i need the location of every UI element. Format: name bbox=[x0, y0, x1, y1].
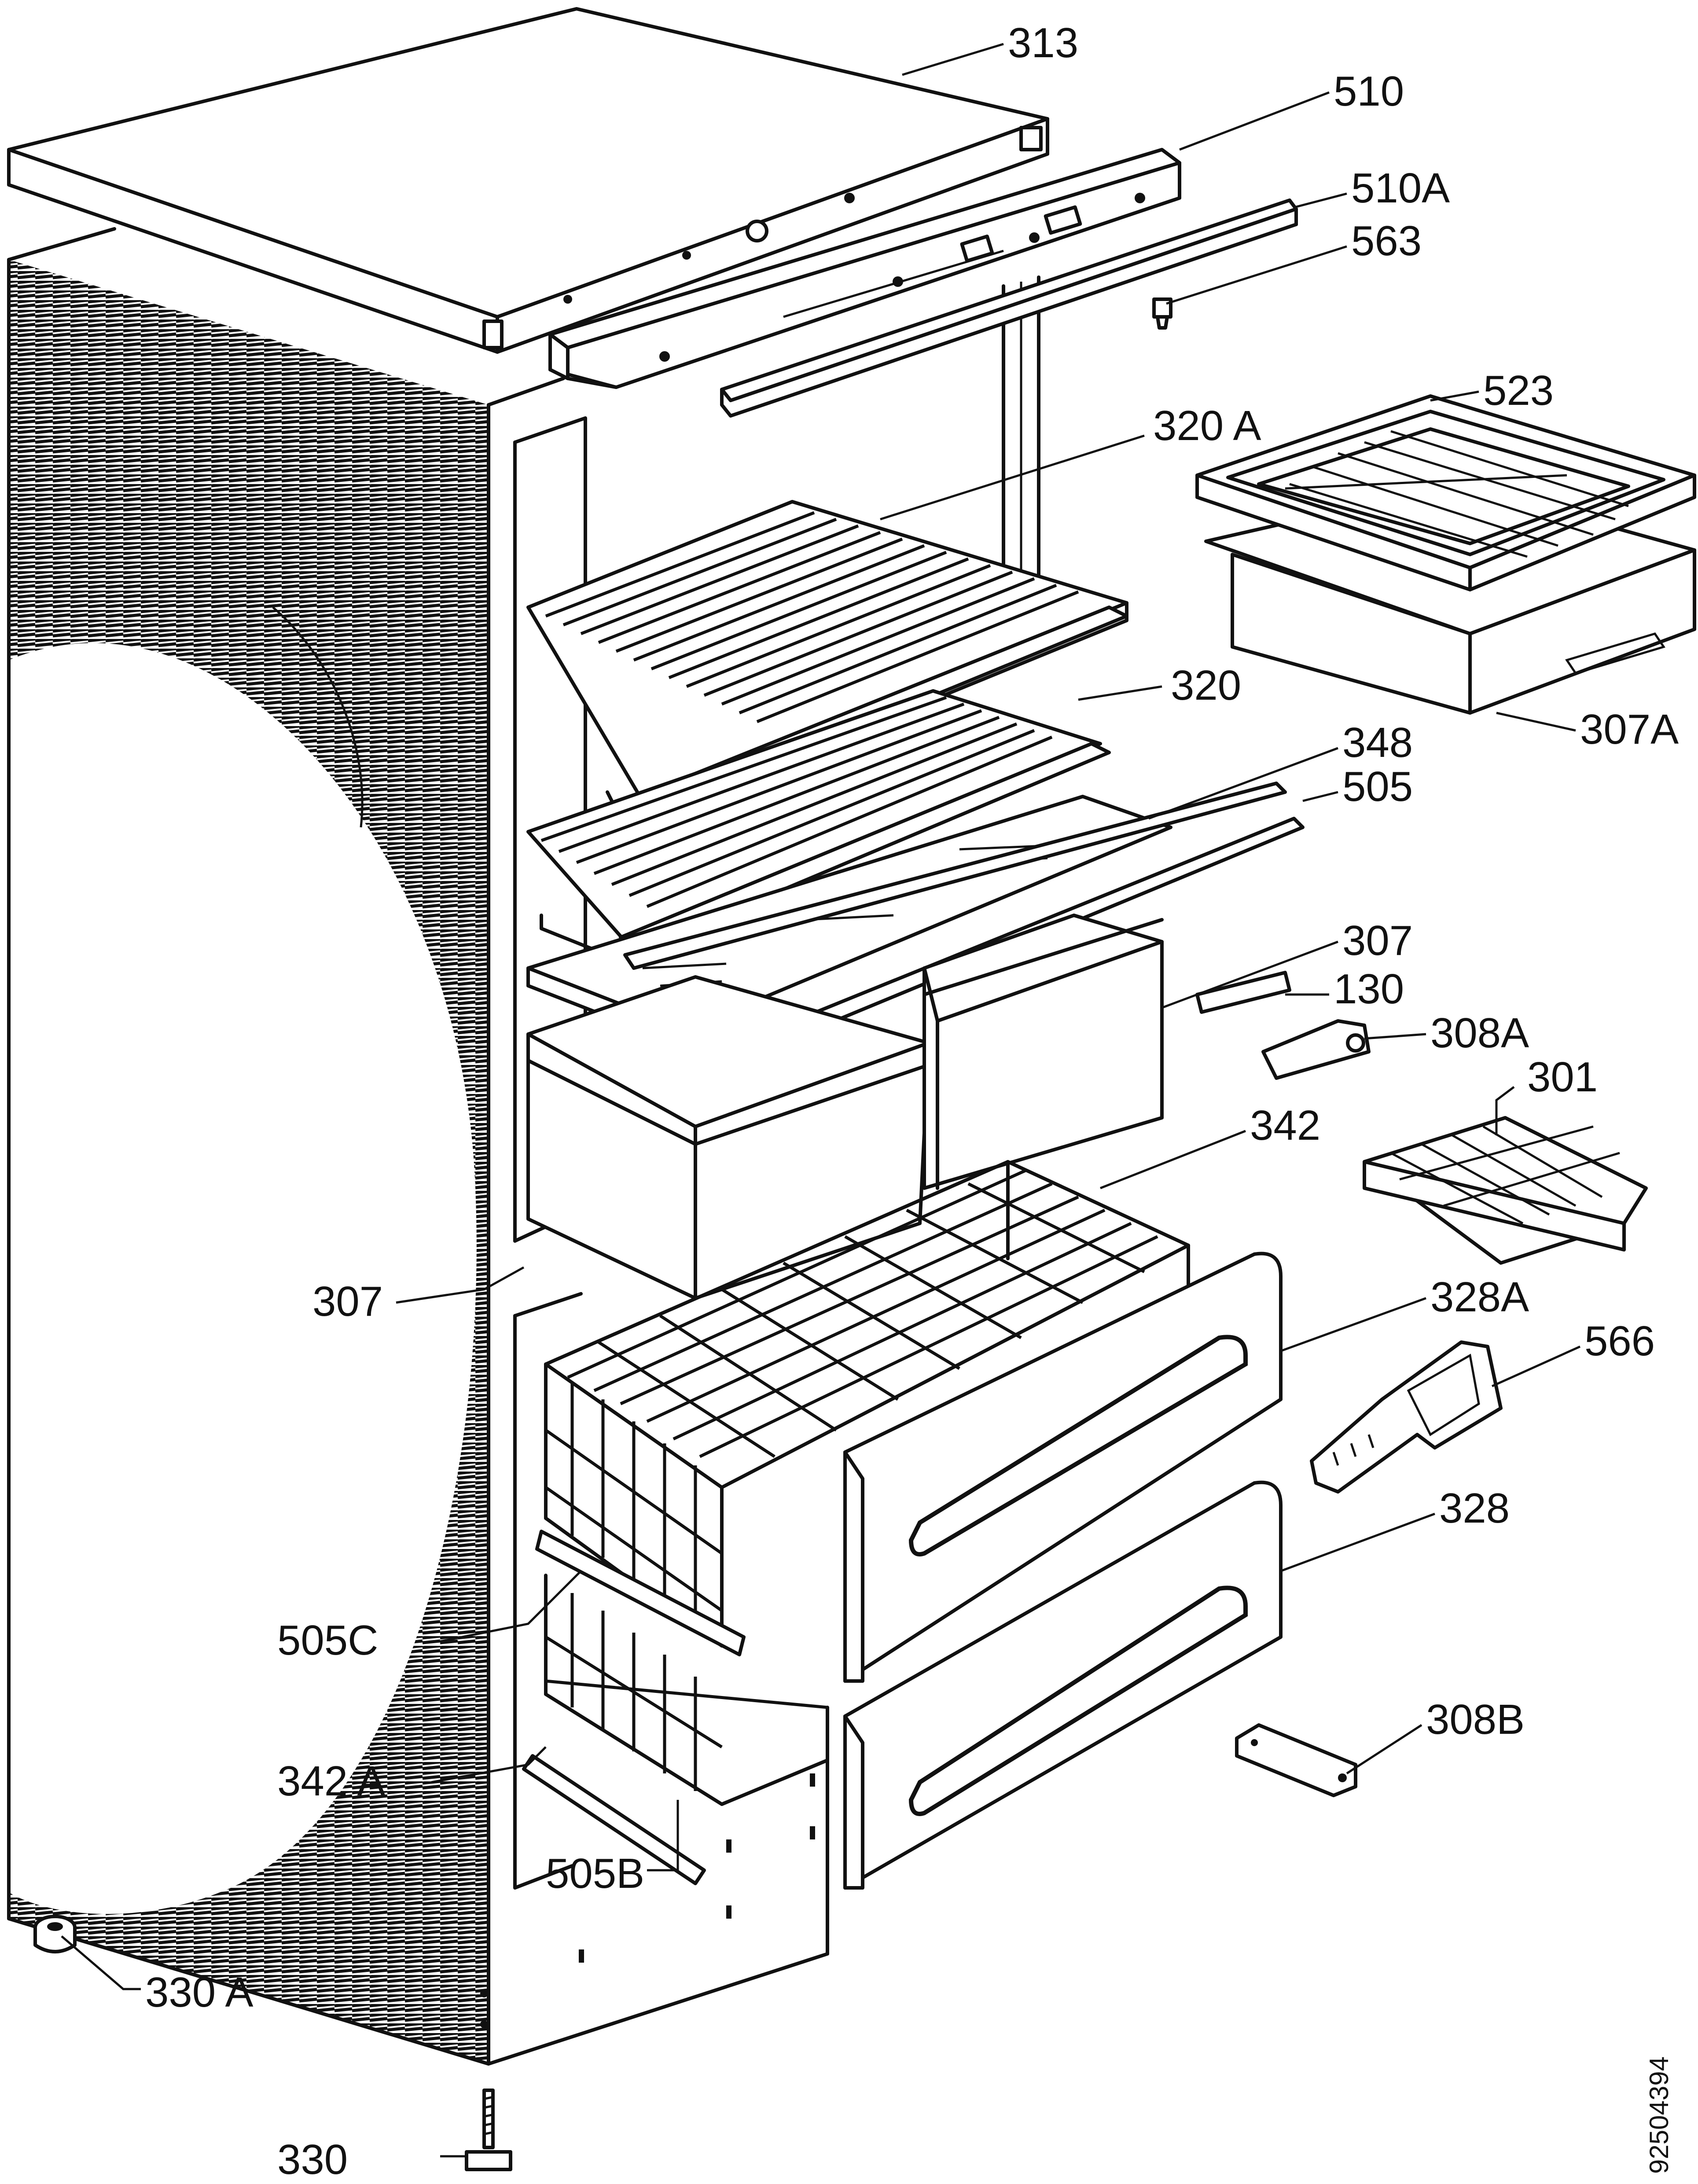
label-308a: 308A bbox=[1430, 1009, 1529, 1057]
label-307a: 307A bbox=[1580, 706, 1679, 753]
drawer-front-328a bbox=[843, 1252, 1283, 1683]
label-523: 523 bbox=[1483, 367, 1554, 414]
label-505b: 505B bbox=[546, 1850, 644, 1897]
top-panel-313 bbox=[7, 7, 1049, 354]
drawer-307-right bbox=[923, 914, 1164, 1190]
label-330a: 330 A bbox=[145, 1969, 254, 2016]
trim-strip-510a bbox=[720, 198, 1298, 418]
label-130: 130 bbox=[1334, 965, 1404, 1013]
control-panel-510 bbox=[548, 148, 1181, 389]
drawer-front-328 bbox=[843, 1480, 1283, 1890]
label-505c: 505C bbox=[277, 1617, 379, 1664]
ice-scraper-566 bbox=[1310, 1340, 1503, 1494]
label-510: 510 bbox=[1334, 68, 1404, 115]
label-307-right: 307 bbox=[1342, 917, 1413, 964]
label-320: 320 bbox=[1171, 662, 1241, 709]
hinge-308b bbox=[1235, 1723, 1357, 1797]
label-313: 313 bbox=[1008, 19, 1078, 66]
drawing-number: 92504394 bbox=[1644, 2056, 1674, 2174]
label-342: 342 bbox=[1250, 1102, 1320, 1149]
label-566: 566 bbox=[1584, 1318, 1655, 1365]
label-301: 301 bbox=[1527, 1053, 1598, 1101]
label-328: 328 bbox=[1439, 1485, 1510, 1532]
drawer-307-left bbox=[526, 975, 930, 1300]
label-505: 505 bbox=[1342, 763, 1413, 810]
ice-cube-tray-301 bbox=[1363, 1116, 1648, 1265]
adjustable-foot-330a bbox=[33, 1915, 77, 1953]
label-308b: 308B bbox=[1426, 1696, 1525, 1743]
label-342a: 342 A bbox=[277, 1758, 386, 1805]
glass-shelf-320 bbox=[526, 689, 1111, 965]
freezer-basket-342a bbox=[544, 1574, 829, 1806]
label-563: 563 bbox=[1351, 217, 1422, 264]
leader-lines bbox=[61, 43, 1581, 2158]
label-330: 330 bbox=[277, 2136, 348, 2182]
leveling-screw-330 bbox=[465, 2089, 512, 2171]
label-307-left: 307 bbox=[312, 1278, 383, 1325]
cabinet-body bbox=[7, 227, 1040, 2066]
label-510a: 510A bbox=[1351, 165, 1450, 212]
part-labels: 313 510 510A 563 523 320 A 320 307A 348 … bbox=[145, 19, 1679, 2183]
ice-tray-assembly-523-307a bbox=[1195, 394, 1696, 715]
label-320a: 320 A bbox=[1153, 402, 1261, 449]
label-328a: 328A bbox=[1430, 1274, 1529, 1321]
label-348: 348 bbox=[1342, 719, 1413, 766]
